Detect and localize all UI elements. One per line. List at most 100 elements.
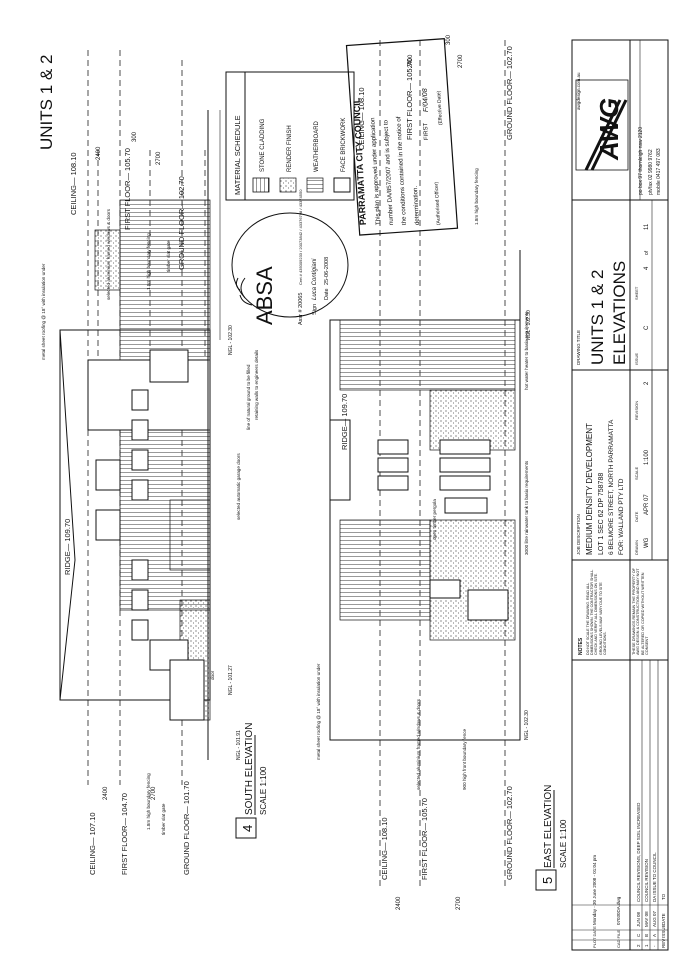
plot-date: Monday - 30 June 2008 - 01:04 pm: [592, 855, 597, 925]
absa-cert: Cert # 435009233 / 20073842 / 43376798 /…: [298, 189, 303, 285]
east-dim-5: 300: [446, 34, 452, 45]
east-note-roof: metal sheet roofing @ 18° with insulatio…: [316, 663, 321, 760]
logo-box: [575, 79, 629, 171]
sheet-total: 11: [644, 223, 650, 230]
south-ridge-profile: [59, 329, 76, 701]
rev-1-rev: 2: [636, 944, 641, 947]
east-dim-1: 2400: [396, 896, 402, 910]
south-dim-5: 300: [132, 131, 138, 142]
south-ngl-right: NGL - 102.30: [228, 325, 234, 355]
drawn-label: DRAWN: [634, 540, 639, 555]
job-label: JOB DESCRIPTION: [576, 514, 581, 555]
notes-title: NOTES: [578, 637, 584, 655]
drawing-title-2: ELEVATIONS: [610, 261, 629, 365]
east-note-pergola: open timber pergola: [432, 499, 437, 540]
south-render-panel-1: [94, 229, 121, 291]
rev-1-to: COUNCIL REVISIONS, DEEP SOIL INCREASED: [636, 802, 641, 902]
south-dim-3: 2400: [96, 146, 102, 160]
material-schedule-title: MATERIAL SCHEDULE: [233, 115, 242, 195]
east-first-floor-label: FIRST FLOOR— 105.70: [420, 798, 429, 880]
copyright-text: THESE DRAWINGS REMAIN THE PROPERTY OF AW…: [632, 568, 650, 655]
east-dim-4: 2700: [458, 54, 464, 68]
material-item-4: FACE BRICKWORK: [341, 118, 347, 172]
absa-signature: Luca Contigiani: [312, 258, 318, 300]
council-signed: (Authorised Officer): [434, 181, 442, 225]
material-schedule: MATERIAL SCHEDULE STONE CLADDING RENDER …: [225, 71, 355, 201]
south-dim-1: 2400: [103, 786, 109, 800]
south-note-fence-left: 1.8m high boundary fencing: [146, 773, 151, 830]
rev-2-issue: B: [644, 934, 649, 937]
south-ridge-label: RIDGE— 109.70: [63, 519, 72, 575]
east-ceiling-right-label: CEILING— 108.10: [357, 87, 366, 150]
drawing-title-block: DRAWING TITLE UNITS 1 & 2 ELEVATIONS ISS…: [576, 223, 650, 365]
job-line-2: LOT 1 SEC 62 DP 758788: [598, 473, 605, 555]
south-first-floor-right-label: FIRST FLOOR— 105.70: [123, 148, 132, 230]
company-address: po box 97 thornleigh nsw 2120: [638, 127, 644, 195]
rev-header-date: DATE: [661, 913, 666, 925]
council-line-2: number DA/857/2007 and is subject to: [382, 119, 395, 225]
council-first-label: FIRST: [423, 122, 430, 140]
south-roof-outline: [59, 329, 211, 701]
job-line-1: MEDIUM DENSITY DEVELOPMENT: [585, 423, 594, 555]
east-ground-floor-label: GROUND FLOOR— 102.70: [505, 786, 514, 880]
south-windows: [95, 349, 205, 721]
scale-value: 1:100: [644, 449, 650, 465]
cad-label: CAD FILE: [616, 930, 621, 948]
date-value: APR 07: [644, 494, 650, 515]
rev-header-issue: ISSUE: [661, 924, 666, 938]
east-tag: 5: [540, 877, 555, 884]
absa-date-label: Date: [324, 288, 330, 300]
east-scale: SCALE 1:100: [559, 819, 568, 868]
absa-stamp: ABSA Assr # 20065 Cert # 435009233 / 200…: [231, 189, 349, 325]
sheet-label: SHEET: [634, 286, 639, 300]
south-note-gate: timber slat gate: [166, 240, 171, 272]
south-title: SOUTH ELEVATION: [244, 723, 255, 815]
south-first-floor-label: FIRST FLOOR— 104.70: [120, 793, 129, 875]
south-note-gate-left: timber slat gate: [161, 803, 166, 835]
rev-2-to: COUNCIL REVISION: [644, 859, 649, 902]
south-note-door: door: [210, 670, 215, 680]
date-label: DATE: [634, 511, 639, 522]
render-finish-swatch: [279, 177, 297, 193]
cad-file: 07030DA.dwg: [616, 896, 621, 925]
issue-value: C: [644, 325, 650, 330]
east-ground-floor-right-label: GROUND FLOOR— 102.70: [505, 46, 514, 140]
logo-text: AWG: [594, 98, 624, 161]
stone-cladding-swatch: [252, 177, 270, 193]
south-ground-floor-right-label: GROUND FLOOR— 102.70: [177, 176, 186, 270]
east-title: EAST ELEVATION: [543, 785, 554, 868]
drawn-value: WG: [644, 537, 650, 548]
south-note-windows: selected aluminium framed windows & door…: [106, 208, 111, 300]
east-note-front-fence: 900 high front boundary fence: [462, 729, 467, 790]
job-line-4: FOR: WALLAND PTY LTD: [618, 478, 625, 555]
weatherboard-swatch: [306, 177, 324, 193]
absa-assr: Assr # 20065: [298, 293, 304, 325]
material-item-1: STONE CLADDING: [260, 118, 266, 172]
plot-label: PLOT DATE: [592, 926, 597, 948]
sheet-title: UNITS 1 & 2: [37, 55, 56, 150]
south-ceiling-right-label: CEILING— 108.10: [69, 152, 78, 215]
east-ngl-right: NGL - 102.30: [526, 310, 532, 340]
face-brick-swatch: [333, 177, 351, 193]
revision-value: 2: [644, 381, 650, 385]
copyright-holder: THESE DRAWINGS REMAIN THE PROPERTY OF AW…: [632, 568, 650, 655]
rev-header-rev: REV: [661, 939, 666, 948]
south-elevation: CEILING— 107.10 FIRST FLOOR— 104.70 GROU…: [41, 50, 268, 875]
south-dim-4: 2700: [156, 151, 162, 165]
company-web: awgdesign.com.au: [576, 72, 581, 110]
rev-3-to: DA ISSUE TO COUNCIL: [652, 852, 657, 902]
issue-label: ISSUE: [634, 353, 639, 365]
title-block: REV ISSUE DATE TO 2 C JUN 08 COUNCIL REV…: [571, 39, 669, 951]
south-dim-2: 2700: [151, 786, 157, 800]
company-phone: ph/fax 02 9980 9762: [648, 149, 654, 195]
east-tag-box: [535, 869, 557, 891]
east-note-boundary: 1.8m high boundary fencing: [474, 168, 479, 225]
south-note-roof: metal sheet roofing @ 18° with insulatio…: [41, 263, 46, 360]
notes-text: DO NOT SCALE THE DRAWING. READ ALL DIMEN…: [586, 569, 607, 655]
south-weatherboard-upper: [119, 199, 211, 361]
east-elevation: CEILING— 108.10 FIRST FLOOR— 105.70 GROU…: [316, 34, 568, 910]
east-dim-2: 2700: [456, 896, 462, 910]
rev-3-date: AUG 07: [652, 910, 657, 927]
east-weatherboard-1: [339, 319, 516, 391]
